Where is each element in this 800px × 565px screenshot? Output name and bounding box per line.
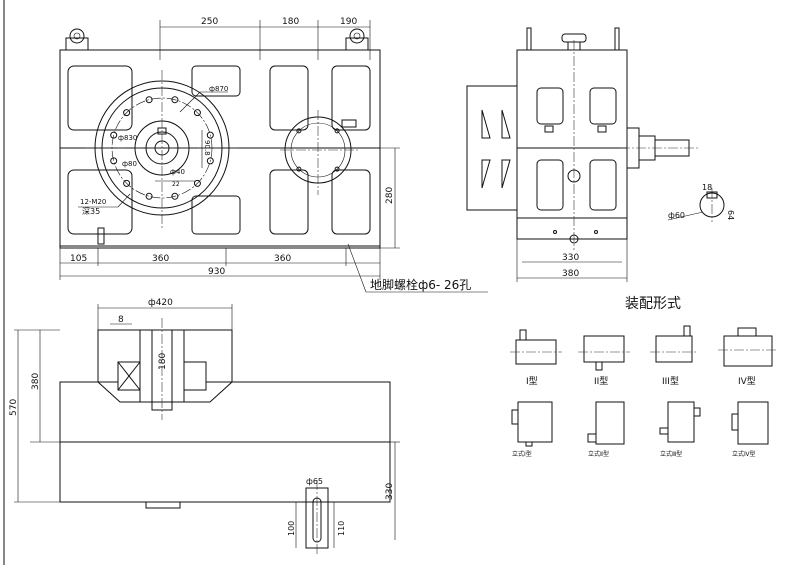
- vertical-type-1-icon: [511, 401, 553, 447]
- dim-330: 330: [562, 253, 579, 263]
- dim-22: 22: [172, 181, 180, 188]
- dim-930: 930: [208, 267, 225, 277]
- dim-380-v: 380: [31, 373, 41, 390]
- bolt-hole: [206, 131, 214, 139]
- dim-110: 110: [337, 521, 346, 536]
- dim-d830: ф830: [118, 134, 137, 142]
- bolt-hole: [334, 128, 340, 134]
- dim-d870: ф870: [209, 85, 228, 93]
- bolt-hole: [145, 192, 153, 200]
- type-2-label: II型: [594, 376, 608, 387]
- bolt-hole: [296, 128, 302, 134]
- type-1-icon: [510, 329, 562, 365]
- dim-8: 8: [118, 315, 124, 325]
- dim-570: 570: [9, 399, 19, 416]
- dim-d420: ф420: [148, 298, 173, 308]
- bolt-hole: [193, 109, 201, 117]
- side-housing: [516, 49, 628, 240]
- dim-380: 380: [562, 269, 579, 279]
- lifting-eye-left: [65, 28, 89, 51]
- dim-90-8: 90.8: [203, 140, 211, 156]
- vertical-type-2-label: 立式Ⅱ型: [588, 450, 609, 458]
- bolt-hole: [193, 179, 201, 187]
- vertical-type-2-icon: [587, 401, 625, 445]
- gearbox-housing: [59, 49, 381, 249]
- anchor-bolt-note: 地脚螺栓ф6- 26孔: [370, 277, 471, 292]
- type-4-label: IV型: [738, 376, 756, 387]
- dim-12-m20: 12-M20: [80, 198, 106, 206]
- dim-360-left: 360: [152, 254, 169, 264]
- dim-190: 190: [340, 17, 357, 27]
- bolt-hole: [123, 179, 131, 187]
- vertical-type-1-label: 立式Ⅰ型: [512, 450, 532, 458]
- vertical-type-3-label: 立式Ⅲ型: [660, 450, 682, 458]
- dim-180: 180: [282, 17, 299, 27]
- bolt-hole: [171, 96, 179, 104]
- dim-d65: ф65: [306, 477, 323, 486]
- dim-280: 280: [385, 187, 395, 204]
- type-4-icon: [718, 327, 778, 367]
- bolt-hole: [206, 157, 214, 165]
- type-3-label: III型: [662, 376, 679, 387]
- dim-18: 18: [702, 183, 712, 192]
- bolt-hole: [145, 96, 153, 104]
- dim-330-v: 330: [385, 483, 395, 500]
- dim-64: 64: [726, 210, 735, 220]
- bolt-hole: [123, 109, 131, 117]
- dim-depth-35: 深35: [82, 207, 100, 216]
- dim-d60: ф60: [668, 211, 685, 220]
- dim-d80: ф80: [122, 160, 137, 168]
- assembly-types: 装配形式 I型 II型 III型 IV型: [510, 296, 778, 458]
- section-view: ф420 8 180 570 380 330 ф65: [9, 298, 400, 556]
- type-1-label: I型: [526, 376, 538, 387]
- lifting-eye-right: [345, 28, 369, 51]
- side-cover: [466, 85, 518, 211]
- dim-180-v: 180: [158, 353, 168, 370]
- bolt-hole: [110, 131, 118, 139]
- dim-360-right: 360: [274, 254, 291, 264]
- vertical-type-3-icon: [659, 401, 701, 443]
- dim-100: 100: [287, 521, 296, 536]
- bolt-hole: [296, 166, 302, 172]
- vertical-type-4-icon: [731, 401, 769, 445]
- dim-250: 250: [201, 17, 218, 27]
- front-view: 250 180 190: [59, 17, 488, 293]
- type-2-icon: [578, 335, 630, 371]
- bolt-hole: [110, 157, 118, 165]
- assembly-title: 装配形式: [625, 296, 681, 312]
- type-3-icon: [650, 325, 698, 363]
- dim-d40: ф40: [170, 168, 185, 176]
- bolt-hole: [171, 192, 179, 200]
- bolt-hole: [334, 166, 340, 172]
- vertical-type-4-label: 立式Ⅳ型: [732, 450, 756, 458]
- dim-105: 105: [70, 254, 87, 264]
- side-view: 18 64 ф60 330 380: [466, 27, 735, 282]
